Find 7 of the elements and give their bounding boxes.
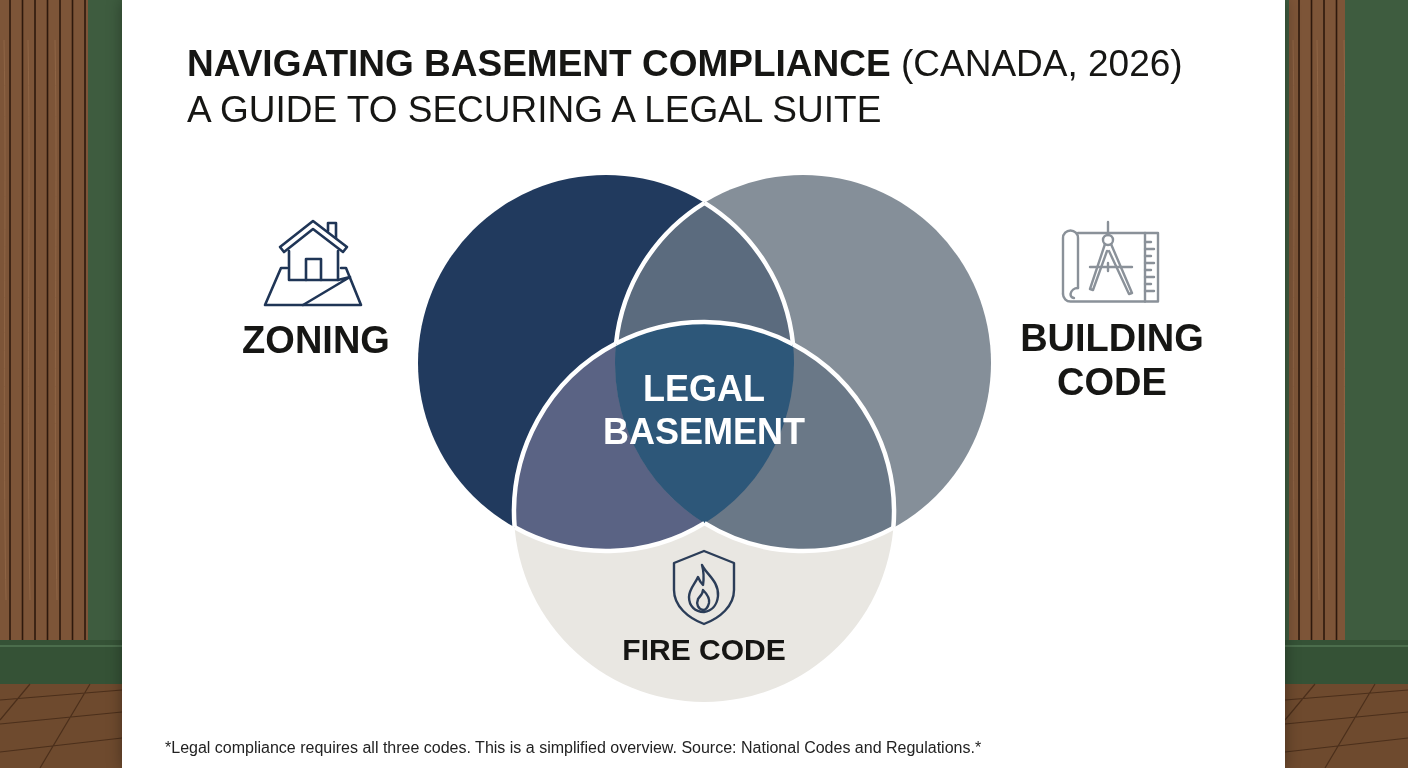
footnote: *Legal compliance requires all three codes. This is a simplified overview. Source: National Codes and Regulations.* (165, 738, 982, 758)
subtitle: A GUIDE TO SECURING A LEGAL SUITE (187, 88, 882, 132)
title: NAVIGATING BASEMENT COMPLIANCE (CANADA, 2026) (187, 42, 1183, 86)
center-label: LEGAL BASEMENT (603, 367, 805, 453)
circle-heading: ZONING (242, 318, 390, 363)
circle-heading: BUILDING CODE (1020, 316, 1204, 404)
circle-heading: FIRE CODE (622, 632, 786, 668)
